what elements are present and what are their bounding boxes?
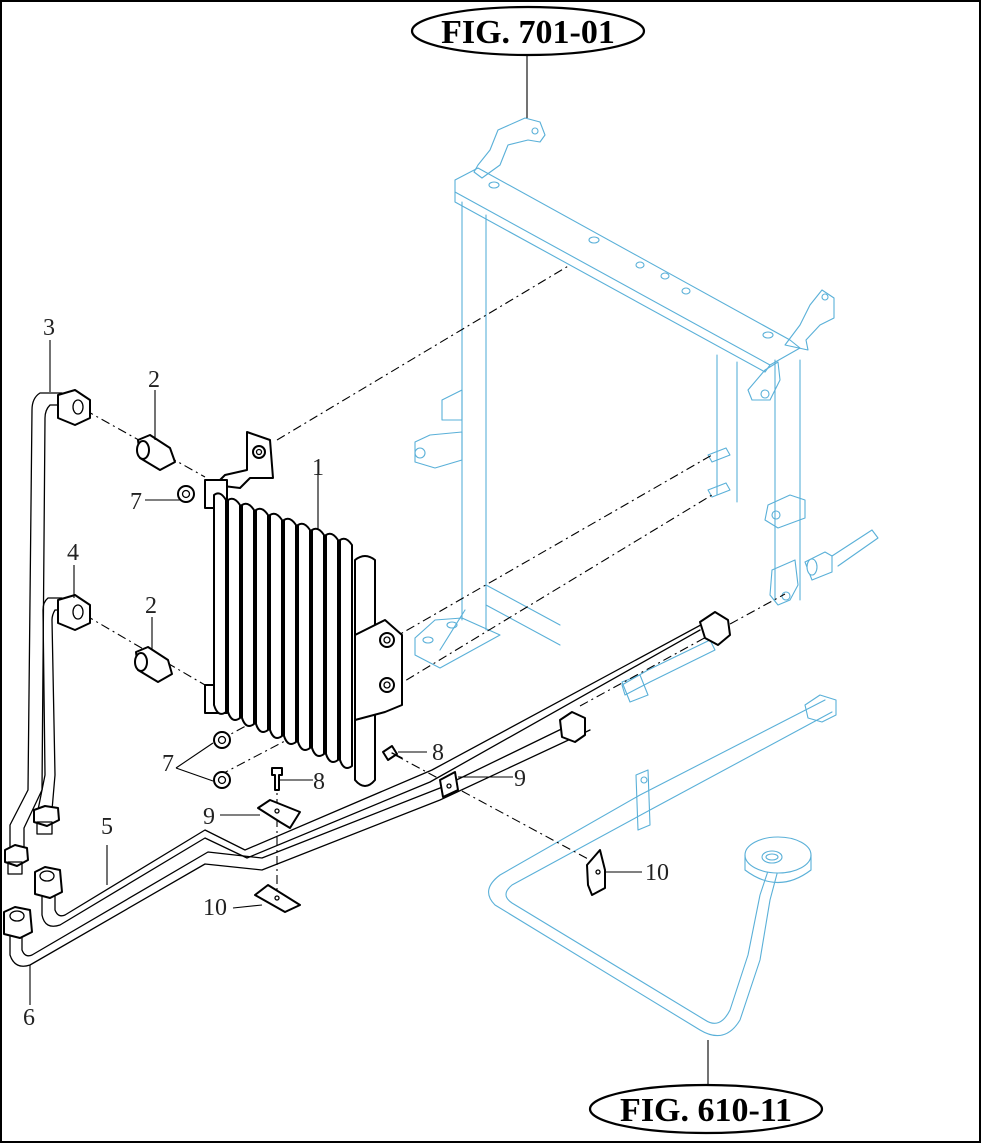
pipe-3 bbox=[4, 389, 91, 875]
mounting-frame-reference bbox=[414, 117, 879, 669]
nut-lower-a bbox=[213, 731, 231, 749]
callout-7-lower: 7 bbox=[162, 751, 174, 777]
pipe-6 bbox=[3, 711, 591, 967]
callout-7-upper: 7 bbox=[130, 489, 142, 515]
assembly-lines bbox=[84, 264, 786, 890]
bolt-b bbox=[382, 745, 403, 761]
clamp-10b bbox=[586, 849, 606, 896]
figure-ref-bottom-label[interactable]: FIG. 610-11 bbox=[620, 1092, 792, 1129]
nut-upper bbox=[177, 485, 195, 503]
callout-2-upper: 2 bbox=[148, 367, 160, 393]
callout-8-right: 8 bbox=[432, 740, 444, 766]
callout-6: 6 bbox=[23, 1005, 35, 1031]
bolt-a bbox=[271, 767, 283, 791]
clamp-10a bbox=[254, 884, 301, 913]
pipe-5 bbox=[34, 611, 731, 927]
cooler-fins bbox=[213, 492, 353, 769]
figure-ref-top[interactable]: FIG. 701-01 bbox=[410, 5, 646, 57]
callout-3: 3 bbox=[43, 315, 55, 341]
nut-lower-b bbox=[213, 771, 231, 789]
callout-9-left: 9 bbox=[203, 804, 215, 830]
return-pipe-reference bbox=[488, 639, 837, 1037]
callout-10-right: 10 bbox=[645, 860, 669, 886]
callout-leaders bbox=[29, 55, 709, 1085]
callout-9-right: 9 bbox=[514, 766, 526, 792]
callout-5: 5 bbox=[101, 814, 113, 840]
callout-2-lower: 2 bbox=[145, 593, 157, 619]
figure-ref-top-label[interactable]: FIG. 701-01 bbox=[441, 14, 615, 51]
callout-1: 1 bbox=[312, 455, 324, 481]
oil-cooler bbox=[204, 431, 403, 787]
clamp-9b bbox=[439, 771, 459, 798]
callout-8-left: 8 bbox=[313, 769, 325, 795]
callout-4: 4 bbox=[67, 540, 79, 566]
adapter-lower bbox=[134, 646, 173, 683]
adapter-upper bbox=[136, 434, 176, 471]
callout-10-left: 10 bbox=[203, 895, 227, 921]
figure-ref-bottom[interactable]: FIG. 610-11 bbox=[588, 1083, 824, 1135]
pipe-4 bbox=[33, 594, 91, 835]
clamp-9a bbox=[257, 799, 301, 829]
